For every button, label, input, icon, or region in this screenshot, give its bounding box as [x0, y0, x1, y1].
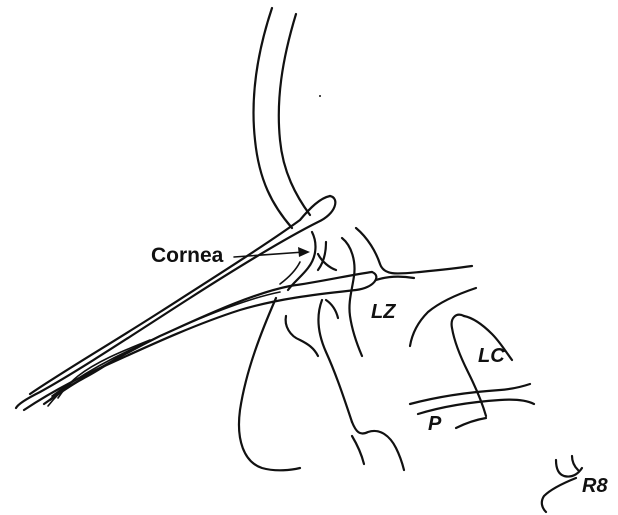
outer-tube-outline: [254, 8, 310, 228]
probe-bundle: [16, 196, 376, 410]
cornea-pointer-line: [234, 252, 304, 257]
lc-label: LC: [478, 345, 505, 367]
stray-dot: [319, 95, 321, 97]
central-body-outline: [239, 298, 404, 470]
figure-id-label: R8: [582, 475, 608, 497]
cornea-label: Cornea: [151, 244, 224, 267]
figure-id-mark: [542, 456, 582, 512]
cornea-structure: [280, 232, 336, 290]
lz-label: LZ: [371, 301, 396, 323]
cornea-label-group: Cornea: [151, 244, 310, 267]
cornea-pointer-arrowhead: [298, 247, 310, 257]
p-label: P: [428, 413, 442, 435]
